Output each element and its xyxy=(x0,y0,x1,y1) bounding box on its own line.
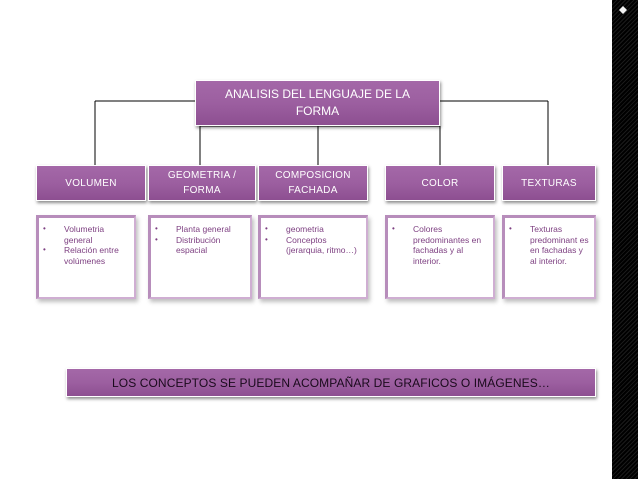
category-texturas: TEXTURAS xyxy=(502,165,596,201)
bullet-text: Relación entre volúmenes xyxy=(64,245,119,266)
bullet-icon: • xyxy=(43,245,46,254)
list-item: • Relación entre volúmenes xyxy=(43,245,130,266)
connector-lines xyxy=(94,100,549,165)
bullet-icon: • xyxy=(509,224,512,233)
list-item: • Texturas predominant es en fachadas y … xyxy=(509,224,590,266)
bullet-icon: • xyxy=(265,224,268,233)
bullet-text: Texturas predominant es en fachadas y al… xyxy=(530,224,589,266)
root-title: ANALISIS DEL LENGUAJE DE LA FORMA xyxy=(225,87,410,118)
detail-composicion: • geometria • Conceptos (jerarquia, ritm… xyxy=(258,215,368,299)
bullet-text: Volumetria general xyxy=(64,224,105,245)
category-color: COLOR xyxy=(385,165,495,201)
bullet-icon: • xyxy=(265,234,268,244)
bullet-text: Planta general xyxy=(176,224,231,234)
bullet-list: • Colores predominantes en fachadas y al… xyxy=(392,224,489,266)
category-label: COLOR xyxy=(421,177,459,189)
category-volumen: VOLUMEN xyxy=(36,165,146,201)
bullet-list: • Planta general • Distribución espacial xyxy=(155,224,246,256)
bullet-icon: • xyxy=(43,224,46,233)
detail-geometria: • Planta general • Distribución espacial xyxy=(148,215,252,299)
category-geometria: GEOMETRIA / FORMA xyxy=(148,165,256,201)
bullet-text: Distribución espacial xyxy=(176,234,221,256)
category-label: VOLUMEN xyxy=(65,177,117,189)
bullet-list: • Volumetria general • Relación entre vo… xyxy=(43,224,130,266)
bullet-icon: • xyxy=(155,234,158,244)
category-label: COMPOSICION FACHADA xyxy=(275,170,351,196)
bullet-icon: • xyxy=(155,224,158,233)
detail-volumen: • Volumetria general • Relación entre vo… xyxy=(36,215,136,299)
category-label: TEXTURAS xyxy=(521,177,577,189)
note-text: LOS CONCEPTOS SE PUEDEN ACOMPAÑAR DE GRA… xyxy=(111,375,550,390)
list-item: • Volumetria general xyxy=(43,224,130,245)
category-label: GEOMETRIA / FORMA xyxy=(167,170,237,196)
list-item: • Distribución espacial xyxy=(155,235,246,256)
bullet-icon: • xyxy=(392,224,395,233)
bullet-list: • geometria • Conceptos (jerarquia, ritm… xyxy=(265,224,362,256)
bullet-text: geometria xyxy=(286,224,324,234)
note-banner: LOS CONCEPTOS SE PUEDEN ACOMPAÑAR DE GRA… xyxy=(66,368,596,397)
detail-color: • Colores predominantes en fachadas y al… xyxy=(385,215,495,299)
detail-texturas: • Texturas predominant es en fachadas y … xyxy=(502,215,596,299)
list-item: • geometria xyxy=(265,224,362,235)
list-item: • Colores predominantes en fachadas y al… xyxy=(392,224,489,266)
category-composicion: COMPOSICION FACHADA xyxy=(258,165,368,201)
corner-diamond-icon xyxy=(619,6,627,14)
bullet-list: • Texturas predominant es en fachadas y … xyxy=(509,224,590,266)
root-title-box: ANALISIS DEL LENGUAJE DE LA FORMA xyxy=(195,80,440,126)
list-item: • Conceptos (jerarquia, ritmo…) xyxy=(265,235,362,256)
bullet-text: Colores predominantes en fachadas y al i… xyxy=(413,224,482,266)
side-stripe-bar xyxy=(612,0,638,479)
list-item: • Planta general xyxy=(155,224,246,235)
bullet-text: Conceptos (jerarquia, ritmo…) xyxy=(286,234,357,256)
